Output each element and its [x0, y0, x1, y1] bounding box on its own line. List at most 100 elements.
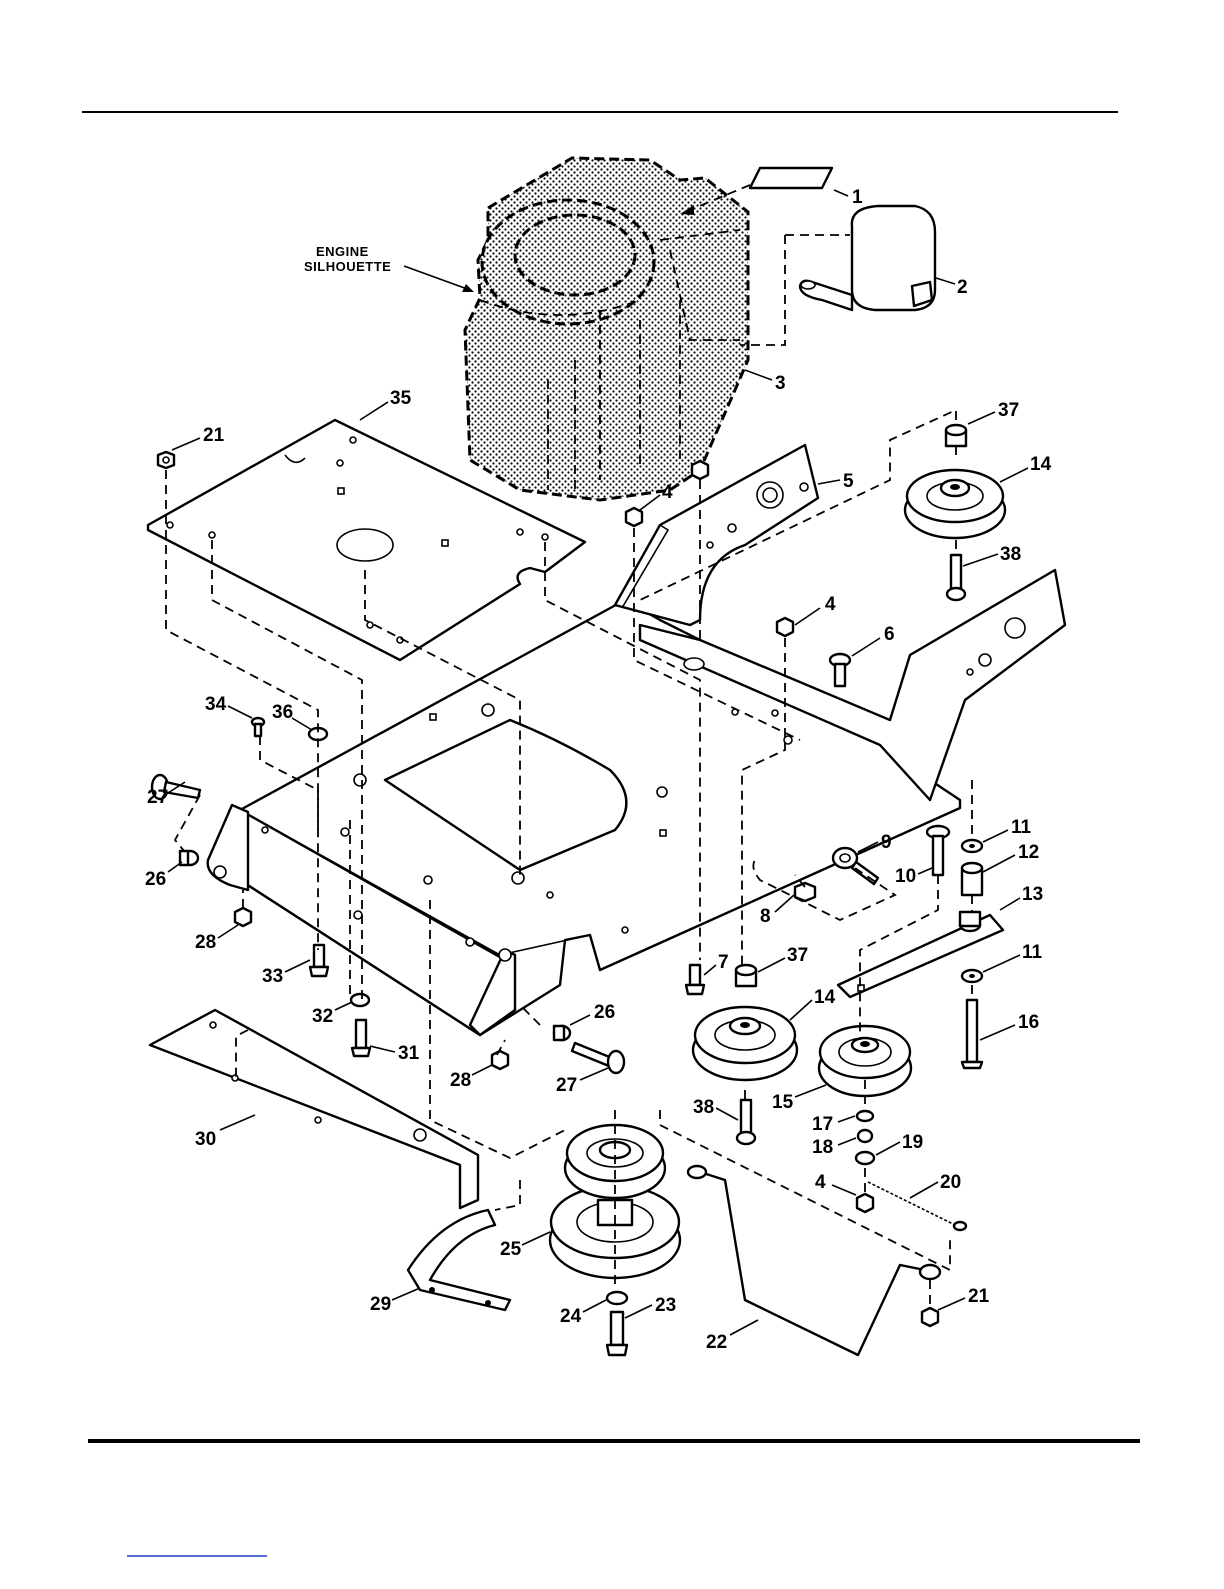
- callout-4c: 4: [815, 1172, 856, 1195]
- callout-38b: 38: [693, 1097, 738, 1120]
- part-washer-32: [351, 994, 369, 1006]
- callout-27b: 27: [556, 1068, 608, 1096]
- part-washer-24: [607, 1292, 627, 1304]
- callout-26b: 26: [570, 1002, 615, 1025]
- svg-text:3: 3: [775, 373, 786, 394]
- svg-text:7: 7: [718, 952, 729, 973]
- svg-text:14: 14: [1030, 454, 1052, 475]
- svg-text:23: 23: [655, 1295, 676, 1316]
- part-washer-11-upper: [962, 840, 982, 852]
- callout-15: 15: [772, 1085, 826, 1113]
- callout-14b: 14: [790, 987, 836, 1020]
- callout-3: 3: [745, 370, 786, 394]
- part-bolt-38-upper: [947, 555, 965, 600]
- svg-text:27: 27: [147, 787, 168, 808]
- svg-text:1: 1: [852, 187, 863, 208]
- svg-text:28: 28: [195, 932, 216, 953]
- callout-14a: 14: [1000, 454, 1052, 482]
- svg-text:20: 20: [940, 1172, 961, 1193]
- svg-text:28: 28: [450, 1070, 471, 1091]
- svg-text:9: 9: [881, 832, 892, 853]
- svg-text:38: 38: [693, 1097, 714, 1118]
- part-nut-4-upper-b: [692, 461, 708, 479]
- part-spacer-12: [962, 863, 982, 895]
- callout-7: 7: [704, 952, 729, 975]
- part-bushing-26-left: [180, 851, 198, 865]
- svg-text:29: 29: [370, 1294, 391, 1315]
- callout-23: 23: [625, 1295, 676, 1318]
- svg-text:30: 30: [195, 1129, 216, 1150]
- svg-text:31: 31: [398, 1043, 420, 1064]
- callout-28b: 28: [450, 1065, 492, 1091]
- part-rear-bracket-30: [150, 1010, 478, 1208]
- part-bolt-16: [962, 1000, 982, 1068]
- part-bolt-38-lower: [737, 1100, 755, 1144]
- svg-text:16: 16: [1018, 1012, 1039, 1033]
- part-screw-34: [252, 718, 264, 736]
- callout-2: 2: [936, 277, 968, 298]
- svg-text:34: 34: [205, 694, 227, 715]
- callout-25: 25: [500, 1232, 550, 1260]
- svg-text:25: 25: [500, 1239, 522, 1260]
- svg-text:12: 12: [1018, 842, 1039, 863]
- callout-30: 30: [195, 1115, 255, 1150]
- part-carriage-bolt-10: [927, 826, 949, 875]
- part-bolt-23: [607, 1312, 627, 1355]
- part-muffler: [740, 206, 935, 345]
- callout-4b: 4: [795, 594, 836, 625]
- part-idler-arm: [838, 912, 1003, 997]
- callout-18: 18: [812, 1137, 856, 1158]
- part-spacer-37-lower: [736, 965, 756, 986]
- part-idler-pulley-lower: [693, 1007, 797, 1080]
- part-nut-28-left: [235, 908, 251, 926]
- part-idler-pulley-upper: [905, 470, 1005, 538]
- callout-20: 20: [910, 1172, 961, 1198]
- part-carriage-bolt-6: [830, 654, 850, 686]
- callout-26a: 26: [145, 862, 182, 890]
- engine-note-label: ENGINE SILHOUETTE: [304, 244, 474, 292]
- part-nut-28-right: [492, 1051, 508, 1069]
- part-belt-guide-29: [408, 1210, 510, 1310]
- callout-28a: 28: [195, 925, 238, 953]
- svg-text:21: 21: [968, 1286, 990, 1307]
- callout-35: 35: [360, 388, 412, 420]
- part-bolt-33: [310, 945, 328, 976]
- svg-text:21: 21: [203, 425, 225, 446]
- callout-36: 36: [272, 702, 312, 730]
- callout-32: 32: [312, 1002, 352, 1027]
- svg-text:37: 37: [998, 400, 1019, 421]
- part-lockwasher-18: [858, 1130, 872, 1142]
- callout-8: 8: [760, 895, 794, 927]
- engine-note-line-2: SILHOUETTE: [304, 259, 391, 274]
- svg-text:36: 36: [272, 702, 293, 723]
- part-bushing-26-right: [554, 1026, 570, 1040]
- callout-33: 33: [262, 960, 310, 987]
- callout-19: 19: [876, 1132, 923, 1155]
- callout-37b: 37: [758, 945, 808, 972]
- svg-text:5: 5: [843, 471, 854, 492]
- part-idler-rod-22: [688, 1166, 940, 1355]
- callout-38a: 38: [963, 544, 1021, 566]
- svg-text:14: 14: [814, 987, 836, 1008]
- svg-text:38: 38: [1000, 544, 1021, 565]
- callout-17: 17: [812, 1114, 855, 1135]
- svg-text:22: 22: [706, 1332, 727, 1353]
- svg-text:35: 35: [390, 388, 412, 409]
- callout-5: 5: [818, 471, 854, 492]
- svg-text:19: 19: [902, 1132, 923, 1153]
- part-washer-17: [857, 1111, 873, 1121]
- svg-text:26: 26: [145, 869, 166, 890]
- svg-text:4: 4: [815, 1172, 826, 1193]
- svg-text:18: 18: [812, 1137, 833, 1158]
- callout-10: 10: [895, 866, 932, 887]
- svg-text:11: 11: [1011, 817, 1032, 838]
- svg-text:33: 33: [262, 966, 283, 987]
- part-nut-21-upper: [158, 452, 174, 468]
- svg-text:32: 32: [312, 1006, 333, 1027]
- callout-29: 29: [370, 1288, 420, 1315]
- callout-16: 16: [980, 1012, 1039, 1040]
- callout-12: 12: [983, 842, 1039, 872]
- part-washer-11-lower: [962, 970, 982, 982]
